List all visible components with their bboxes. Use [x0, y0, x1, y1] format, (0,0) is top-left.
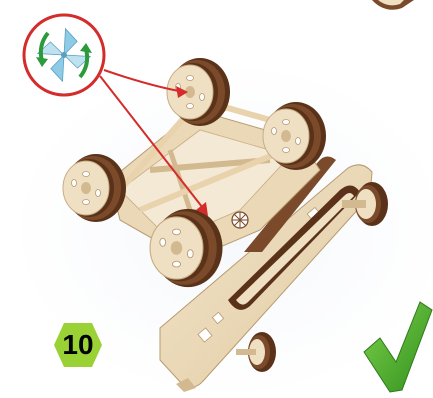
step-number-badge: 10: [52, 321, 104, 369]
step-number: 10: [52, 321, 104, 369]
pinwheel-rotation-icon: [24, 15, 104, 95]
